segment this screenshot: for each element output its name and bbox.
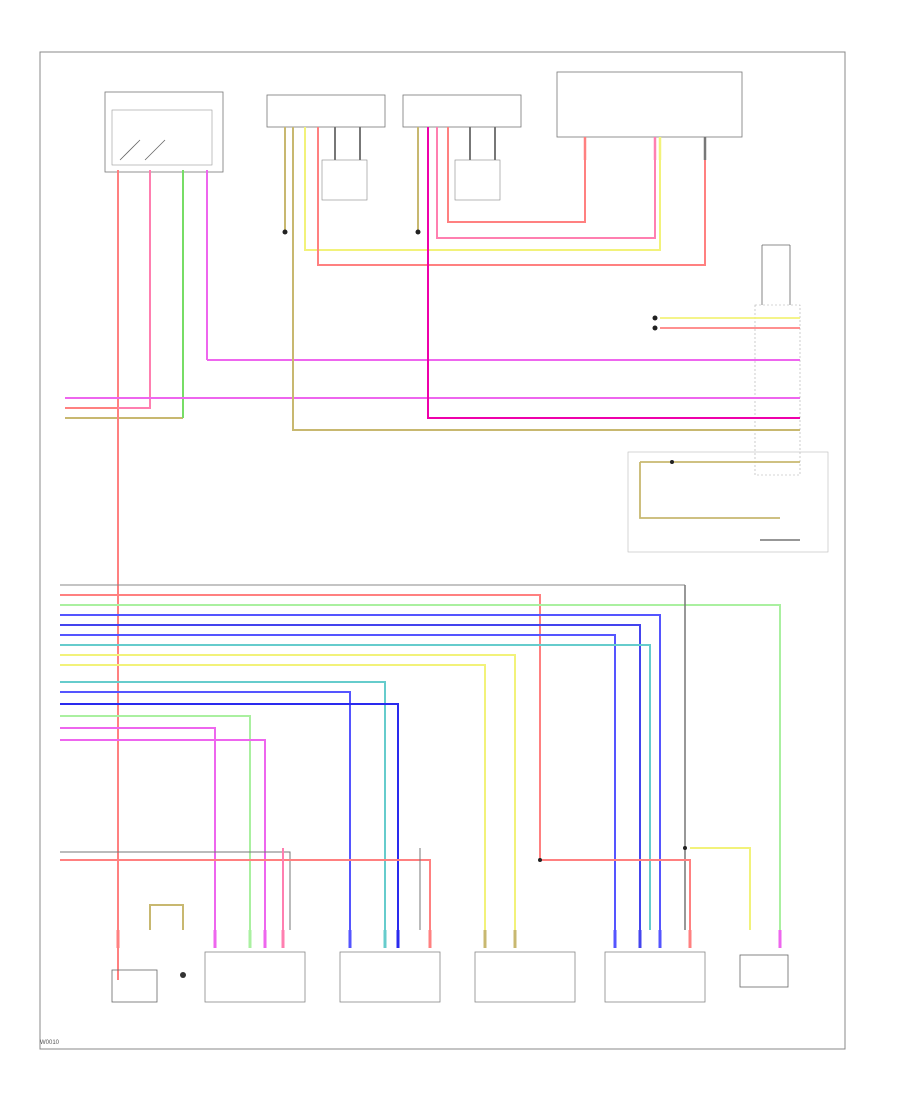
top-left-module: [104, 91, 224, 173]
splice-dots: [282, 229, 687, 862]
bottom-component-4: [474, 951, 576, 1003]
figure-id: W0010: [40, 1040, 60, 1046]
top-center-module-1: [266, 94, 386, 201]
bottom-connector-stubs: [116, 930, 782, 948]
fuse-stubs: [583, 137, 707, 160]
top-center-module-2: [402, 94, 522, 201]
top-right-fuse-box: [556, 71, 743, 138]
bottom-component-6: [739, 954, 789, 988]
bottom-component-1: [111, 969, 186, 1003]
bottom-component-5: [604, 951, 706, 1003]
wires-top-left: [65, 170, 800, 419]
wires-top-center: [284, 127, 800, 431]
bottom-component-2: [204, 951, 306, 1003]
wires-lower-harness: [60, 847, 751, 930]
wires-middle-harness: [60, 584, 781, 930]
wires-right-block: [639, 317, 800, 541]
right-connector-block: [627, 244, 829, 553]
diagram-frame: [39, 51, 846, 1050]
bottom-component-3: [339, 951, 441, 1003]
